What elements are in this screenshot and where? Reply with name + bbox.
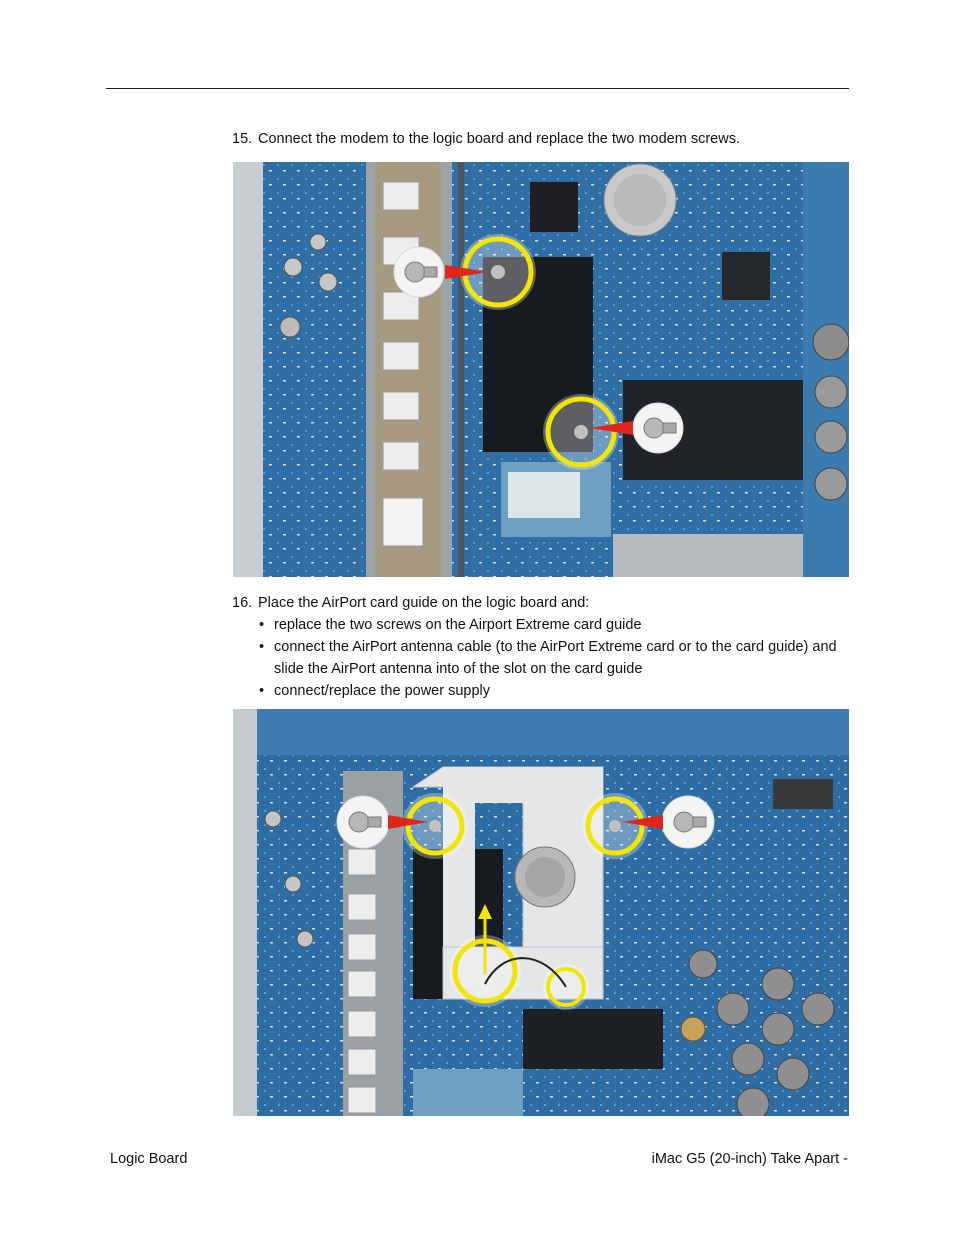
photo-card-guide-install xyxy=(233,709,849,1116)
photo-modem-install xyxy=(233,162,849,577)
header-rule xyxy=(106,88,849,89)
list-item: replace the two screws on the Airport Ex… xyxy=(259,614,839,636)
list-item: connect/replace the power supply xyxy=(259,680,839,702)
screw-icon xyxy=(393,246,445,298)
footer-left: Logic Board xyxy=(110,1151,188,1167)
screw-icon xyxy=(632,402,684,454)
step-15-text: Connect the modem to the logic board and… xyxy=(258,131,740,147)
step-16: 16. Place the AirPort card guide on the l… xyxy=(232,592,589,614)
list-item: connect the AirPort antenna cable (to th… xyxy=(259,636,839,680)
step-16-text: Place the AirPort card guide on the logi… xyxy=(258,595,590,611)
red-arrow-icon xyxy=(590,421,633,435)
step-15: 15. Connect the modem to the logic board … xyxy=(232,128,740,150)
step-15-number: 15. xyxy=(232,131,253,147)
screw-icon xyxy=(661,795,715,849)
step-16-bullet-list: replace the two screws on the Airport Ex… xyxy=(259,614,839,702)
screw-icon xyxy=(336,795,390,849)
step-16-number: 16. xyxy=(232,595,253,611)
red-arrow-icon xyxy=(445,265,488,279)
footer-right: iMac G5 (20-inch) Take Apart - xyxy=(651,1151,848,1167)
red-arrow-icon xyxy=(623,815,663,829)
red-arrow-icon xyxy=(388,815,428,829)
yellow-arrow-icon xyxy=(478,904,492,974)
